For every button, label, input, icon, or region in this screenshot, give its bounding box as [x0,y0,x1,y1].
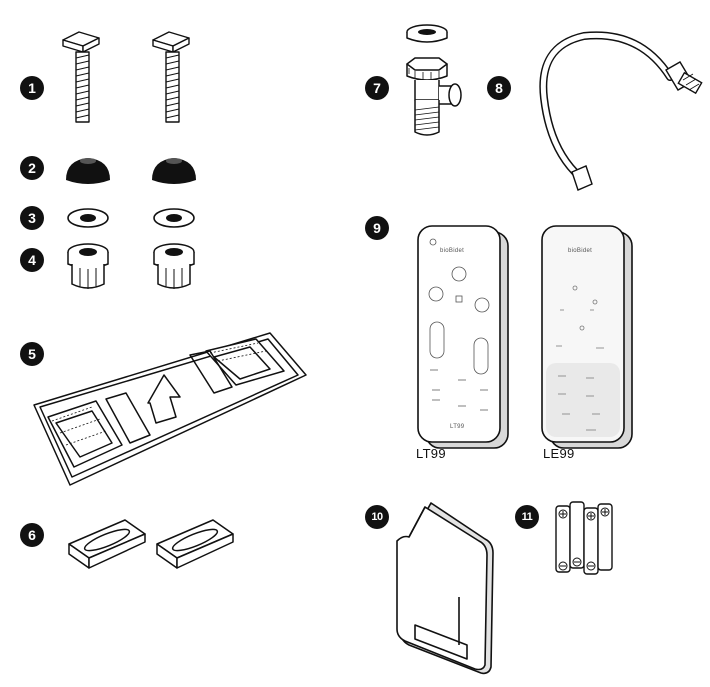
part-number-8: 8 [487,76,511,100]
part-number-5: 5 [20,342,44,366]
t-valve-icon [406,24,462,136]
slotted-bracket-icon [68,519,234,569]
water-hose-icon [539,31,703,191]
part-number-6: 6 [20,523,44,547]
bolt-icon [62,31,190,123]
le99-brand: bioBidet [568,248,593,254]
mounting-plate-icon [33,332,307,486]
le99-model-label: LE99 [543,446,575,461]
part-number-3: 3 [20,206,44,230]
part-number-11: 11 [515,505,539,529]
part-number-1: 1 [20,76,44,100]
part-number-9: 9 [365,216,389,240]
lt99-model-label: LT99 [416,446,446,461]
lt99-remote [417,225,509,449]
washer-icon [67,208,195,228]
remote-holder-icon [396,502,494,675]
nut-icon [67,243,195,289]
lt99-back-label: LT99 [450,424,465,430]
battery-icon [555,501,613,575]
part-number-7: 7 [365,76,389,100]
part-number-4: 4 [20,248,44,272]
remote-control-icon [417,225,633,449]
part-number-2: 2 [20,156,44,180]
rubber-cap-icon [66,158,196,184]
part-number-10: 10 [365,505,389,529]
lt99-brand: bioBidet [440,248,465,254]
